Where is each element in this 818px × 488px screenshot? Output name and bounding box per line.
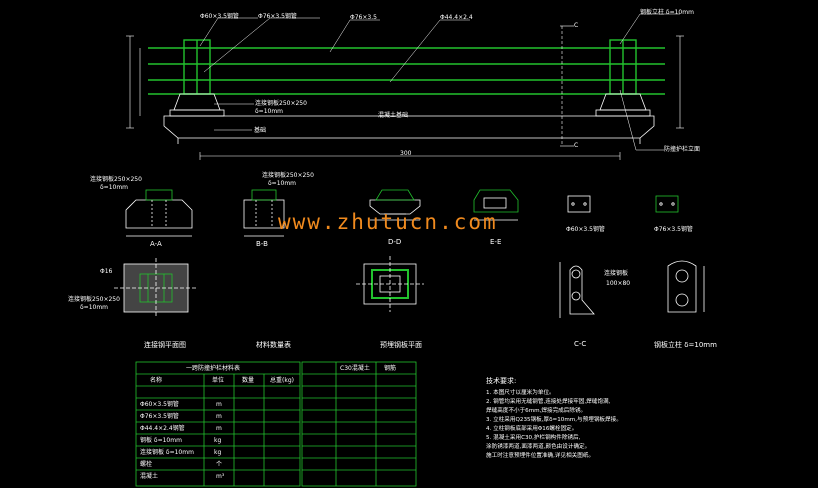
label-right-caption: 防撞护栏立面 xyxy=(664,146,701,153)
label-cc-plate: 连接钢板 xyxy=(604,270,629,277)
note-line: 焊缝高度不小于6mm,焊接完成后除锈。 xyxy=(486,408,587,414)
box-plan xyxy=(356,256,424,312)
label-pipe-60: Φ60×3.5钢管 xyxy=(200,13,239,20)
foundation xyxy=(163,115,655,144)
caption-b-b: B-B xyxy=(256,240,268,248)
caption-a-a: A-A xyxy=(150,240,162,248)
label-plan-bolt: Φ16 xyxy=(100,268,113,275)
label-dim-total: 300 xyxy=(400,150,412,157)
label-pipe-icon-60: Φ60×3.5钢管 xyxy=(566,226,605,233)
table-right-header-2: 钢筋 xyxy=(384,365,397,372)
table-row-unit: kg xyxy=(214,449,222,456)
label-pipe-76-short: Φ76×3.5 xyxy=(350,14,377,21)
table-row-unit: m xyxy=(216,401,222,408)
label-steel-plate-post: 钢板立柱 δ=10mm xyxy=(640,9,694,16)
note-line: 涂防锈漆两道,面漆两道,颜色由设计确定。 xyxy=(486,444,591,450)
table-title: 一跨防撞护栏材料表 xyxy=(186,365,241,372)
watermark: www.zhutucn.com xyxy=(278,210,498,234)
table-header-name: 名称 xyxy=(150,377,163,384)
caption-d-d: D-D xyxy=(388,238,402,246)
caption-c-c: C-C xyxy=(574,340,587,348)
table-row: 钢板 δ=10mm xyxy=(140,437,182,444)
right-post-base xyxy=(595,93,651,117)
table-row: 螺栓 xyxy=(140,461,153,468)
caption-e-e: E-E xyxy=(490,238,502,246)
label-cc-plate-size: 100×80 xyxy=(606,280,631,287)
label-section-c-top: C xyxy=(574,22,579,29)
note-line: 1. 本图尺寸以厘米为单位。 xyxy=(486,390,555,396)
section-a-a xyxy=(125,189,193,237)
label-pipe-76: Φ76×3.5钢管 xyxy=(258,13,297,20)
note-line: 5. 混凝土采用C30,护栏钢构件除锈后, xyxy=(486,435,581,441)
notes-title: 技术要求: xyxy=(486,377,517,385)
table-row-unit: m³ xyxy=(216,473,225,480)
table-header-unit: 单位 xyxy=(212,377,225,384)
dimension-lines xyxy=(126,25,684,160)
leader-lines xyxy=(199,13,680,151)
label-sec-a: 连接钢板250×250 xyxy=(90,176,142,183)
material-table-grid xyxy=(135,361,417,487)
left-post-base xyxy=(169,93,225,117)
note-line: 3. 立柱采用Q235钢板,厚δ=10mm,与预埋钢板焊接。 xyxy=(486,417,622,423)
table-row: Φ76×3.5钢管 xyxy=(140,413,179,420)
note-line: 2. 钢管均采用无缝钢管,连接处焊接牢固,焊缝饱满, xyxy=(486,399,611,405)
section-b-b xyxy=(243,189,285,237)
label-pipe-icon-76: Φ76×3.5钢管 xyxy=(654,226,693,233)
note-line: 4. 立柱钢板底部采用Φ16螺栓固定。 xyxy=(486,426,578,432)
table-row-unit: m xyxy=(216,425,222,432)
table-header-qty: 数量 xyxy=(242,377,255,384)
label-plan-plate: 连接钢板250×250 xyxy=(68,296,120,303)
caption-box-plan: 预埋钢板平面 xyxy=(380,341,422,349)
section-e-e xyxy=(473,189,519,221)
label-anchor-plate: 连接钢板250×250 xyxy=(255,100,307,107)
rail-lines xyxy=(148,47,665,95)
label-base: 基础 xyxy=(254,127,267,134)
table-header-weight: 总重(kg) xyxy=(270,377,294,384)
caption-plan: 连接钢平面图 xyxy=(144,341,186,349)
section-c-c xyxy=(559,262,595,318)
label-sec-b: 连接钢板250×250 xyxy=(262,172,314,179)
table-row-unit: kg xyxy=(214,437,222,444)
table-row: 连接钢板 δ=10mm xyxy=(140,449,194,456)
table-right-header-1: C30混凝土 xyxy=(340,365,370,372)
label-base-center: 混凝土基础 xyxy=(378,112,409,119)
label-anchor-thickness: δ=10mm xyxy=(255,108,284,115)
note-line: 施工时注意预埋件位置准确,详见相关图纸。 xyxy=(486,453,595,459)
label-pipe-44: Φ44.4×2.4 xyxy=(440,14,473,21)
label-plan-thk: δ=10mm xyxy=(80,304,109,311)
table-row-unit: m xyxy=(216,413,222,420)
table-row-unit: 个 xyxy=(216,461,223,468)
label-section-c-bottom: C xyxy=(574,142,579,149)
technical-notes: 技术要求: 1. 本图尺寸以厘米为单位。 2. 钢管均采用无缝钢管,连接处焊接牢… xyxy=(486,376,716,461)
table-row: Φ60×3.5钢管 xyxy=(140,401,179,408)
label-sec-b-thk: δ=10mm xyxy=(268,180,297,187)
table-row: Φ44.4×2.4钢管 xyxy=(140,425,185,432)
table-row: 混凝土 xyxy=(140,473,159,480)
pipe-icon-60 xyxy=(567,195,591,213)
pipe-icon-76 xyxy=(655,195,679,213)
section-d-d xyxy=(369,189,421,221)
plan-view xyxy=(114,258,198,318)
caption-material-head: 材料数量表 xyxy=(256,341,291,349)
plate-column xyxy=(667,260,705,313)
label-sec-a-thk: δ=10mm xyxy=(100,184,129,191)
caption-plate-column: 钢板立柱 δ=10mm xyxy=(654,341,717,349)
